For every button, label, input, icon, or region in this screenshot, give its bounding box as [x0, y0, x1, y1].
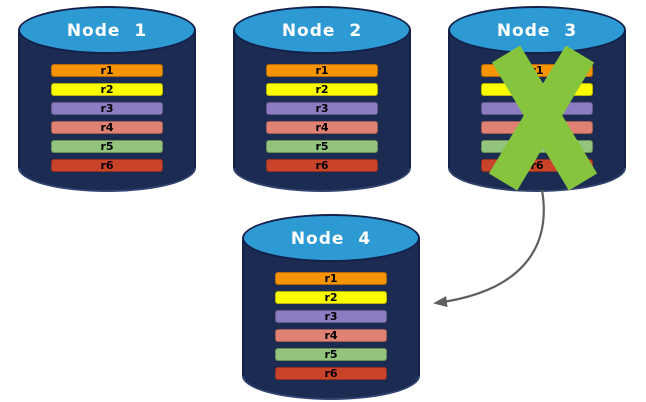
node-4-record-r6: r6 [275, 367, 387, 380]
cylinder-top: Node 1 [18, 6, 196, 54]
cylinder-top: Node 4 [242, 214, 420, 262]
node-4-record-r4: r4 [275, 329, 387, 342]
record-list: r1 r2 r3 r4 r5 r6 [275, 272, 387, 380]
record-list: r1 r2 r3 r4 r5 r6 [266, 64, 378, 172]
node-2-record-r4: r4 [266, 121, 378, 134]
node-2-record-r3: r3 [266, 102, 378, 115]
node-2-record-r6: r6 [266, 159, 378, 172]
node-1: Node 1 r1 r2 r3 r4 r5 r6 [18, 6, 196, 192]
node-1-record-r1: r1 [51, 64, 163, 77]
cylinder-top: Node 3 [448, 6, 626, 54]
node-title: Node 1 [66, 21, 148, 41]
node-4-record-r1: r1 [275, 272, 387, 285]
node-2-record-r2: r2 [266, 83, 378, 96]
node-4-record-r2: r2 [275, 291, 387, 304]
node-2-record-r5: r5 [266, 140, 378, 153]
node-title: Node 3 [496, 21, 578, 41]
node-1-record-r2: r2 [51, 83, 163, 96]
node-title: Node 4 [290, 229, 372, 249]
node-1-record-r6: r6 [51, 159, 163, 172]
node-2-record-r1: r1 [266, 64, 378, 77]
node-2: Node 2 r1 r2 r3 r4 r5 r6 [233, 6, 411, 192]
failure-x-icon [488, 45, 598, 191]
node-4: Node 4 r1 r2 r3 r4 r5 r6 [242, 214, 420, 400]
node-4-record-r3: r3 [275, 310, 387, 323]
node-1-record-r3: r3 [51, 102, 163, 115]
cylinder-top: Node 2 [233, 6, 411, 54]
node-1-record-r4: r4 [51, 121, 163, 134]
node-4-record-r5: r5 [275, 348, 387, 361]
failover-arrow-path [433, 189, 545, 308]
record-list: r1 r2 r3 r4 r5 r6 [51, 64, 163, 172]
node-title: Node 2 [281, 21, 363, 41]
node-1-record-r5: r5 [51, 140, 163, 153]
